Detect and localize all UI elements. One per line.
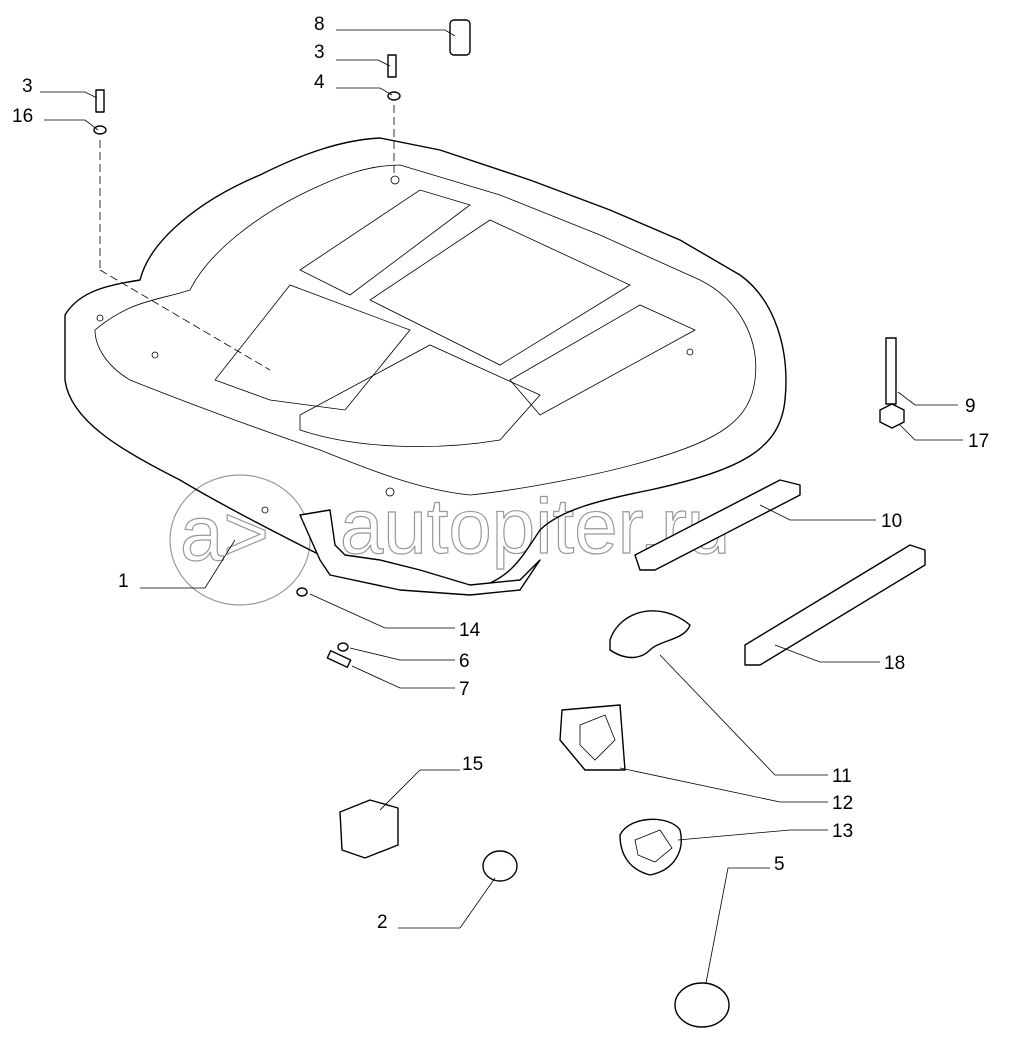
callout-3-left: 3: [22, 76, 33, 97]
callout-4: 4: [314, 72, 325, 93]
spacer-nut-shape: [449, 19, 471, 56]
callout-5: 5: [774, 854, 785, 875]
small-parts: [93, 19, 926, 1028]
callout-8: 8: [314, 14, 325, 35]
callout-16: 16: [12, 106, 33, 127]
engine-cover: [64, 137, 787, 596]
leader-lines: [40, 29, 963, 984]
callout-13: 13: [832, 821, 853, 842]
callout-2: 2: [377, 912, 388, 933]
callout-14: 14: [459, 620, 481, 641]
callout-7: 7: [459, 679, 470, 700]
callout-18: 18: [884, 653, 905, 674]
callout-1: 1: [118, 571, 129, 592]
callout-9: 9: [965, 396, 976, 417]
callout-12: 12: [832, 793, 853, 814]
callout-6: 6: [459, 651, 470, 672]
callout-15: 15: [462, 754, 483, 775]
callout-labels: 8 3 4 3 16 9 17 10 1 14 6 7 18 15 11 12 …: [12, 14, 989, 933]
watermark: a> autopiter.ru: [169, 474, 731, 606]
screw-shape-top: [387, 54, 397, 78]
callout-17: 17: [968, 431, 989, 452]
callout-11: 11: [832, 766, 852, 787]
watermark-logo: a>: [180, 489, 269, 577]
callout-3-top: 3: [314, 42, 325, 63]
callout-10: 10: [881, 511, 902, 532]
